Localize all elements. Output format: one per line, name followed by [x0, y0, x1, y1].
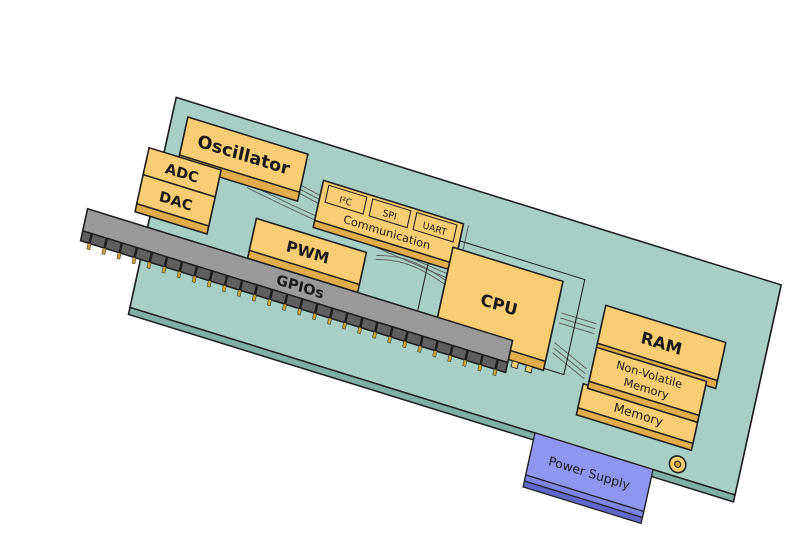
spi-block: [368, 198, 412, 229]
gpio-pin-tip: [161, 266, 167, 274]
i2c-block: [324, 184, 368, 215]
gpio-pin-tip: [86, 242, 92, 251]
gpio-pin-tip: [372, 331, 378, 339]
gpio-pin-tip: [251, 294, 257, 302]
gpio-pin-tip: [387, 336, 393, 344]
gpio-pin-tip: [101, 247, 107, 255]
gpio-pin: [283, 293, 289, 305]
gpio-pin: [479, 354, 484, 366]
gpio-pin-tip: [176, 270, 182, 279]
gpio-header: GPIOs: [79, 207, 514, 377]
dac-block: [135, 173, 217, 228]
adc-dac-module: ADC DAC: [134, 146, 223, 236]
gpio-pin: [313, 303, 319, 314]
gpio-pin-tip: [462, 359, 468, 367]
gpio-pin: [118, 242, 124, 254]
gpio-pin-tip: [281, 303, 287, 311]
gpio-pin: [328, 307, 334, 319]
gpio-pin: [238, 279, 244, 291]
gpio-pin-tip: [417, 345, 423, 353]
gpio-pins: [86, 233, 499, 377]
gpio-pin: [268, 289, 274, 300]
ram-chip: RAM: [594, 304, 727, 390]
gpio-pin-tip: [297, 308, 302, 316]
gpio-pin-tip: [131, 256, 137, 265]
gpio-pin-tip: [206, 280, 212, 288]
gpio-pin-tip: [492, 368, 498, 377]
gpio-pin: [434, 340, 439, 352]
gpio-pin: [389, 326, 394, 338]
gpio-pin: [298, 298, 304, 310]
oscillator-chip: Oscillator: [176, 116, 309, 203]
gpio-pin-tip: [266, 298, 272, 307]
gpio-pin-tip: [402, 340, 408, 349]
gpio-pin-tip: [327, 317, 332, 325]
gpio-pin: [449, 345, 454, 356]
gpio-pin-tip: [357, 326, 362, 335]
gpio-pin-tip: [221, 284, 227, 293]
gpio-pin-tip: [236, 289, 242, 297]
gpio-pin: [464, 349, 469, 361]
gpio-pin: [133, 247, 139, 258]
spi-label: SPI: [381, 208, 397, 223]
gpio-pin: [148, 251, 154, 263]
gpio-pin: [163, 256, 169, 268]
gpio-pin: [343, 312, 349, 324]
gpio-pin: [223, 275, 229, 286]
gpio-pin: [359, 317, 364, 328]
uart-block: [412, 211, 458, 243]
gpio-pin-tip: [432, 350, 438, 358]
mounting-hole: [668, 455, 687, 474]
gpio-pin-tip: [447, 354, 453, 363]
gpio-pin-tip: [342, 322, 347, 330]
pwm-chip: PWM: [246, 217, 368, 294]
gpio-pin-tip: [312, 312, 317, 321]
gpio-pin-tip: [191, 275, 197, 283]
gpio-pin: [103, 237, 108, 249]
gpio-pin: [419, 335, 424, 347]
gpio-pin: [404, 331, 409, 342]
power-supply: Power Supply: [522, 432, 654, 525]
gpio-pin: [494, 359, 499, 370]
gpio-pin: [374, 321, 379, 333]
gpio-pin-tip: [477, 364, 483, 372]
non-volatile-memory-block: [588, 346, 708, 417]
gpio-pin: [208, 270, 214, 282]
gpio-pin-tip: [146, 261, 152, 269]
gpio-pin-tip: [116, 252, 122, 260]
gpio-pin: [193, 265, 199, 277]
gpio-pin: [178, 261, 184, 272]
gpio-pin: [88, 233, 93, 244]
gpio-pin: [253, 284, 259, 296]
i2c-label: I²C: [338, 194, 353, 209]
